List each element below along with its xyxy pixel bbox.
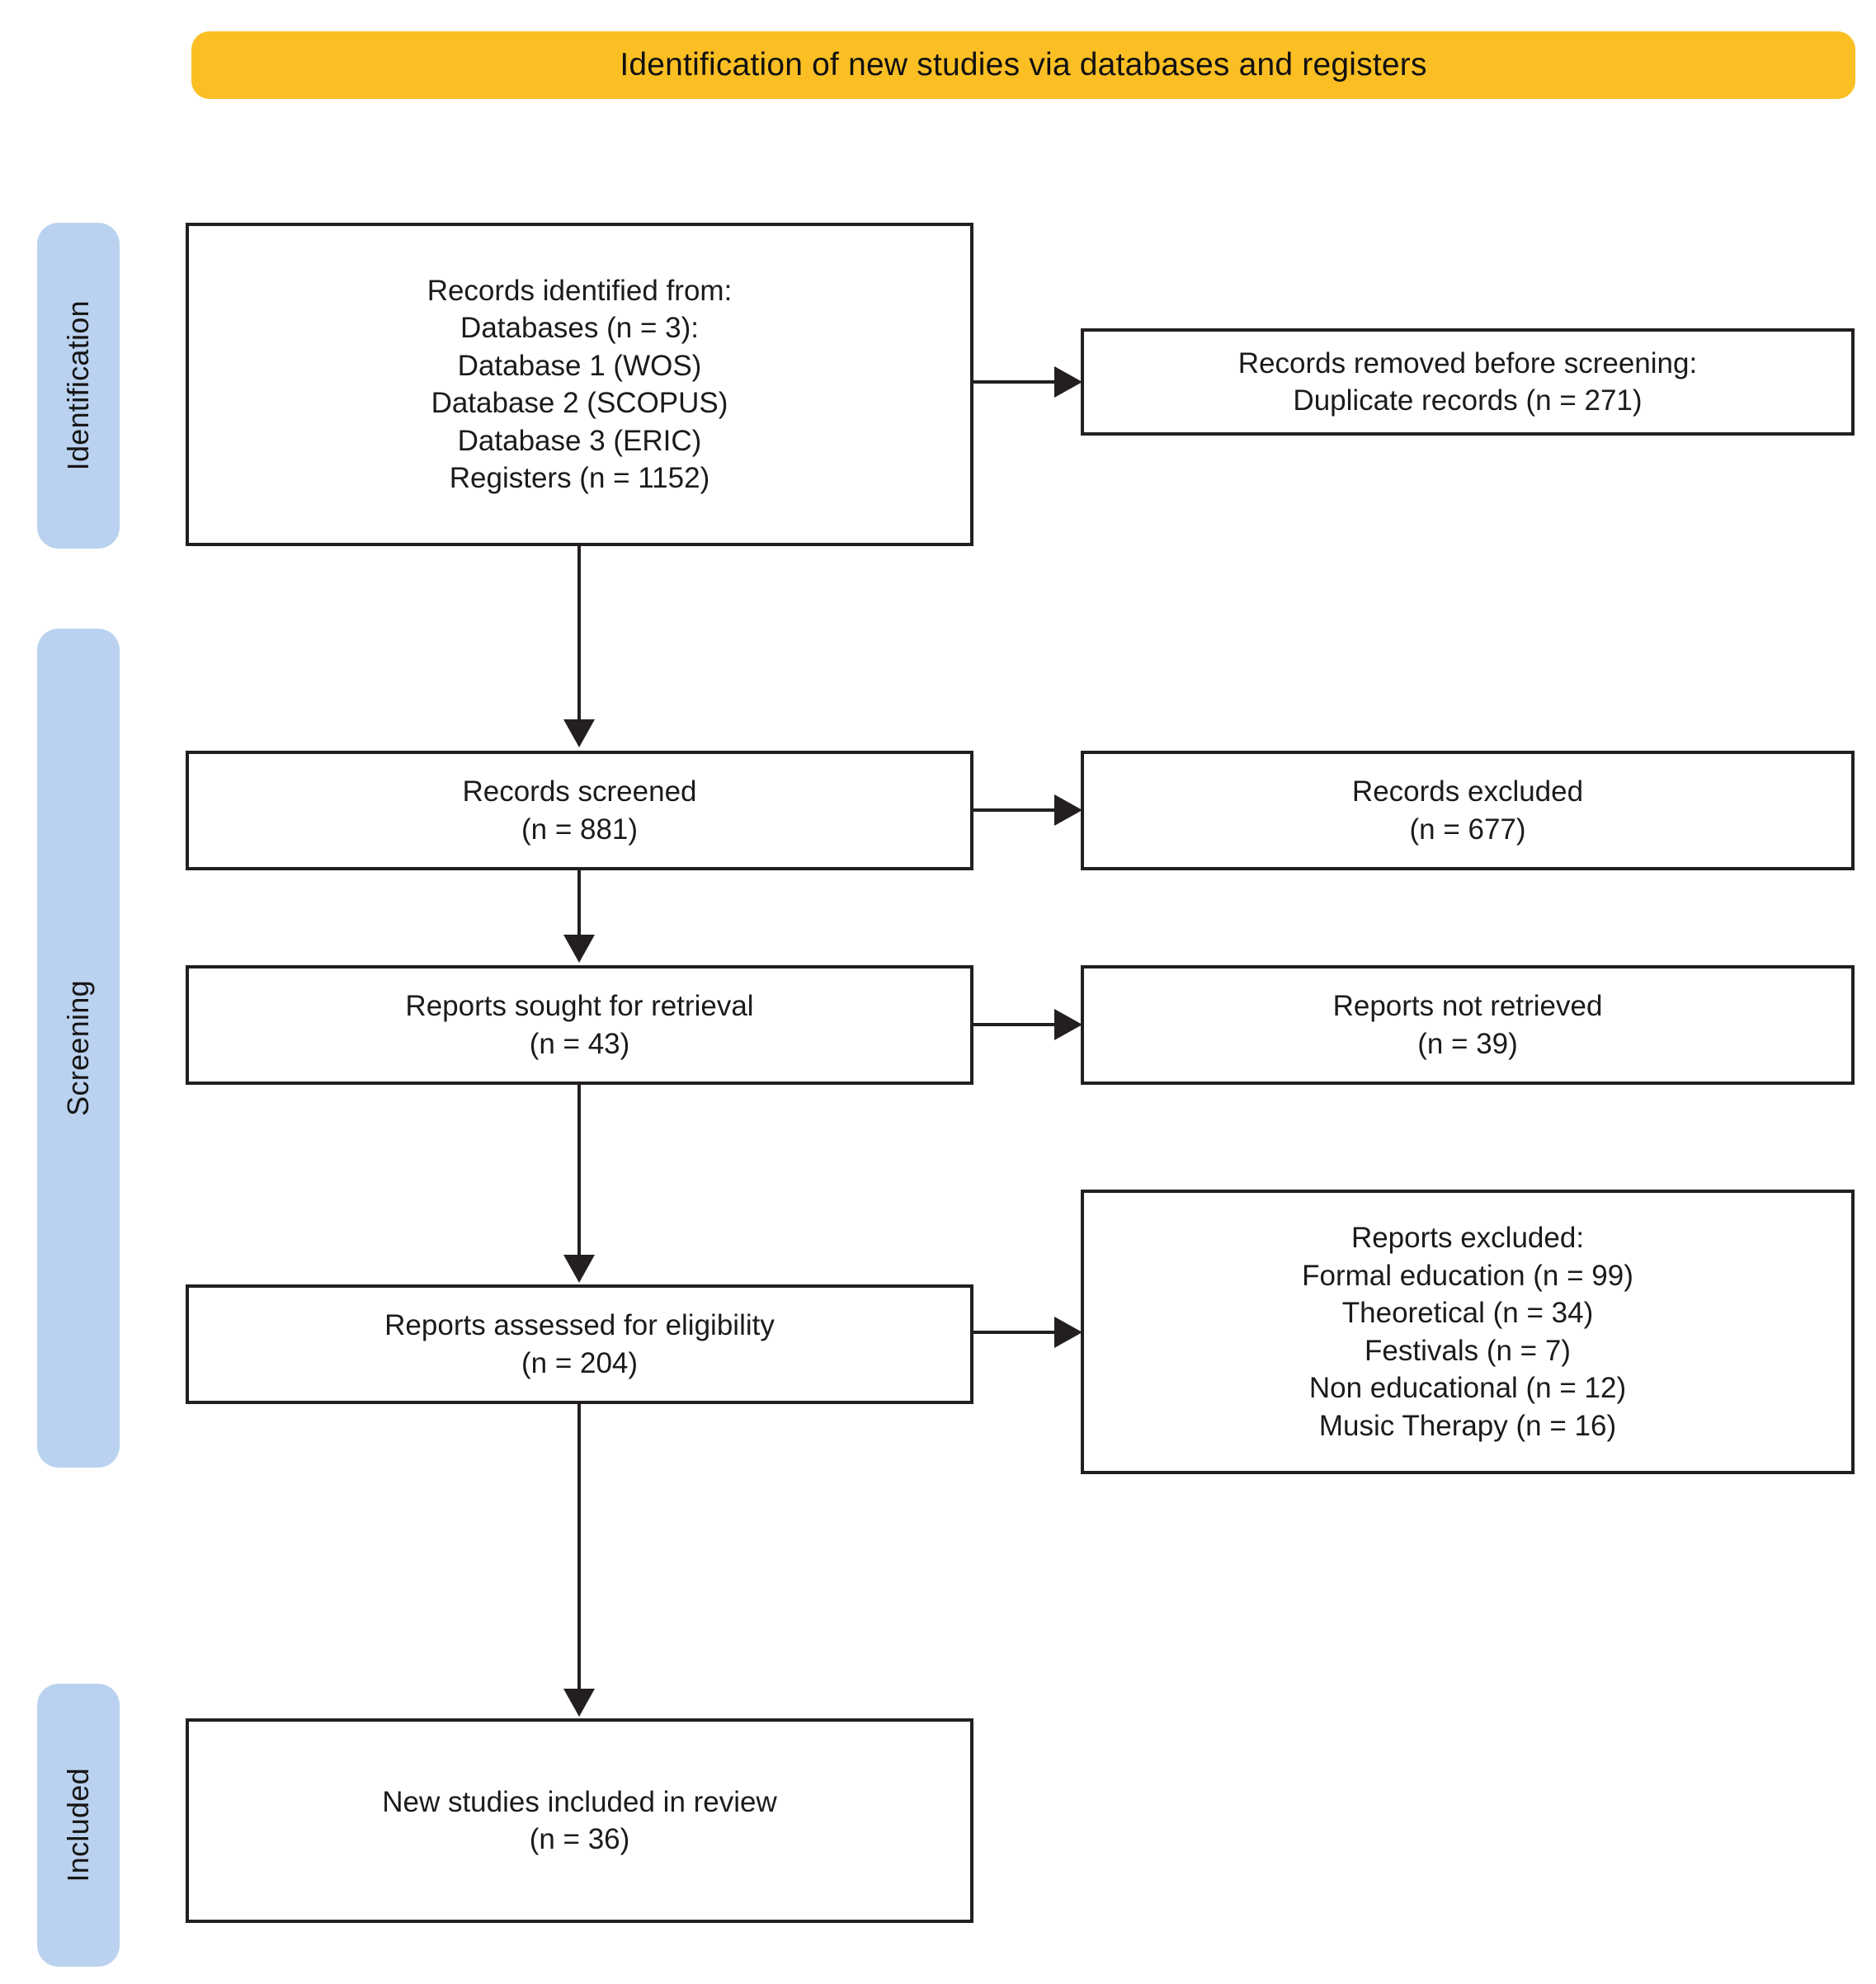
box-line: Database 1 (WOS) [457,349,702,382]
stage-label-included-text: Included [61,1768,95,1883]
box-line: Records excluded [1351,775,1584,808]
box-line: Theoretical (n = 34) [1341,1297,1594,1329]
arrowhead-right-icon [1054,366,1082,398]
arrowhead-down-icon [563,719,595,747]
box-records-removed-before-screening: Records removed before screening: Duplic… [1081,328,1855,436]
box-line: Formal education (n = 99) [1302,1259,1633,1292]
box-line: Festivals (n = 7) [1365,1334,1571,1367]
box-line: Duplicate records (n = 271) [1293,384,1643,417]
connector-sought-to-not-retrieved [973,1023,1058,1026]
stage-label-identification-text: Identification [61,300,95,471]
box-line: Reports not retrieved [1332,990,1603,1022]
connector-assessed-to-included [577,1404,581,1691]
box-line: (n = 881) [521,813,639,846]
box-line: New studies included in review [382,1785,777,1818]
box-line: Records screened [462,775,697,808]
box-line: Databases (n = 3): [460,312,699,344]
box-line: Database 3 (ERIC) [457,424,702,457]
arrowhead-right-icon [1054,1317,1082,1348]
connector-sought-to-assessed [577,1085,581,1256]
connector-screened-to-excluded [973,808,1058,812]
arrowhead-down-icon [563,935,595,963]
box-records-screened: Records screened (n = 881) [186,751,973,870]
arrowhead-down-icon [563,1255,595,1283]
connector-assessed-to-reports-excluded [973,1331,1058,1334]
box-line: Database 2 (SCOPUS) [431,387,728,419]
connector-identified-to-removed [973,380,1058,384]
arrowhead-right-icon [1054,794,1082,826]
box-new-studies-included: New studies included in review (n = 36) [186,1718,973,1923]
box-reports-not-retrieved: Reports not retrieved (n = 39) [1081,965,1855,1085]
stage-label-screening-text: Screening [61,980,95,1116]
box-records-excluded: Records excluded (n = 677) [1081,751,1855,870]
box-line: (n = 204) [521,1346,639,1379]
box-records-identified: Records identified from: Databases (n = … [186,223,973,546]
box-line: Registers (n = 1152) [449,462,710,494]
connector-identified-to-screened [577,546,581,721]
box-line: Reports assessed for eligibility [384,1309,775,1341]
arrowhead-down-icon [563,1689,595,1717]
box-reports-assessed-for-eligibility: Reports assessed for eligibility (n = 20… [186,1284,973,1404]
connector-screened-to-sought [577,870,581,936]
box-reports-excluded: Reports excluded: Formal education (n = … [1081,1190,1855,1474]
stage-label-identification: Identification [37,223,120,549]
box-line: (n = 677) [1409,813,1526,846]
box-line: Music Therapy (n = 16) [1318,1409,1617,1442]
box-line: Records removed before screening: [1237,346,1698,379]
box-line: Records identified from: [427,274,733,307]
box-reports-sought-for-retrieval: Reports sought for retrieval (n = 43) [186,965,973,1085]
box-line: Reports sought for retrieval [405,990,754,1022]
box-line: (n = 39) [1417,1027,1518,1060]
stage-label-included: Included [37,1684,120,1967]
header-banner-title: Identification of new studies via databa… [620,47,1427,82]
arrowhead-right-icon [1054,1009,1082,1040]
box-line: (n = 36) [529,1823,630,1855]
stage-label-screening: Screening [37,629,120,1468]
box-line: Non educational (n = 12) [1308,1372,1627,1404]
header-banner: Identification of new studies via databa… [191,31,1855,99]
box-line: (n = 43) [529,1027,630,1060]
box-line: Reports excluded: [1350,1222,1585,1254]
